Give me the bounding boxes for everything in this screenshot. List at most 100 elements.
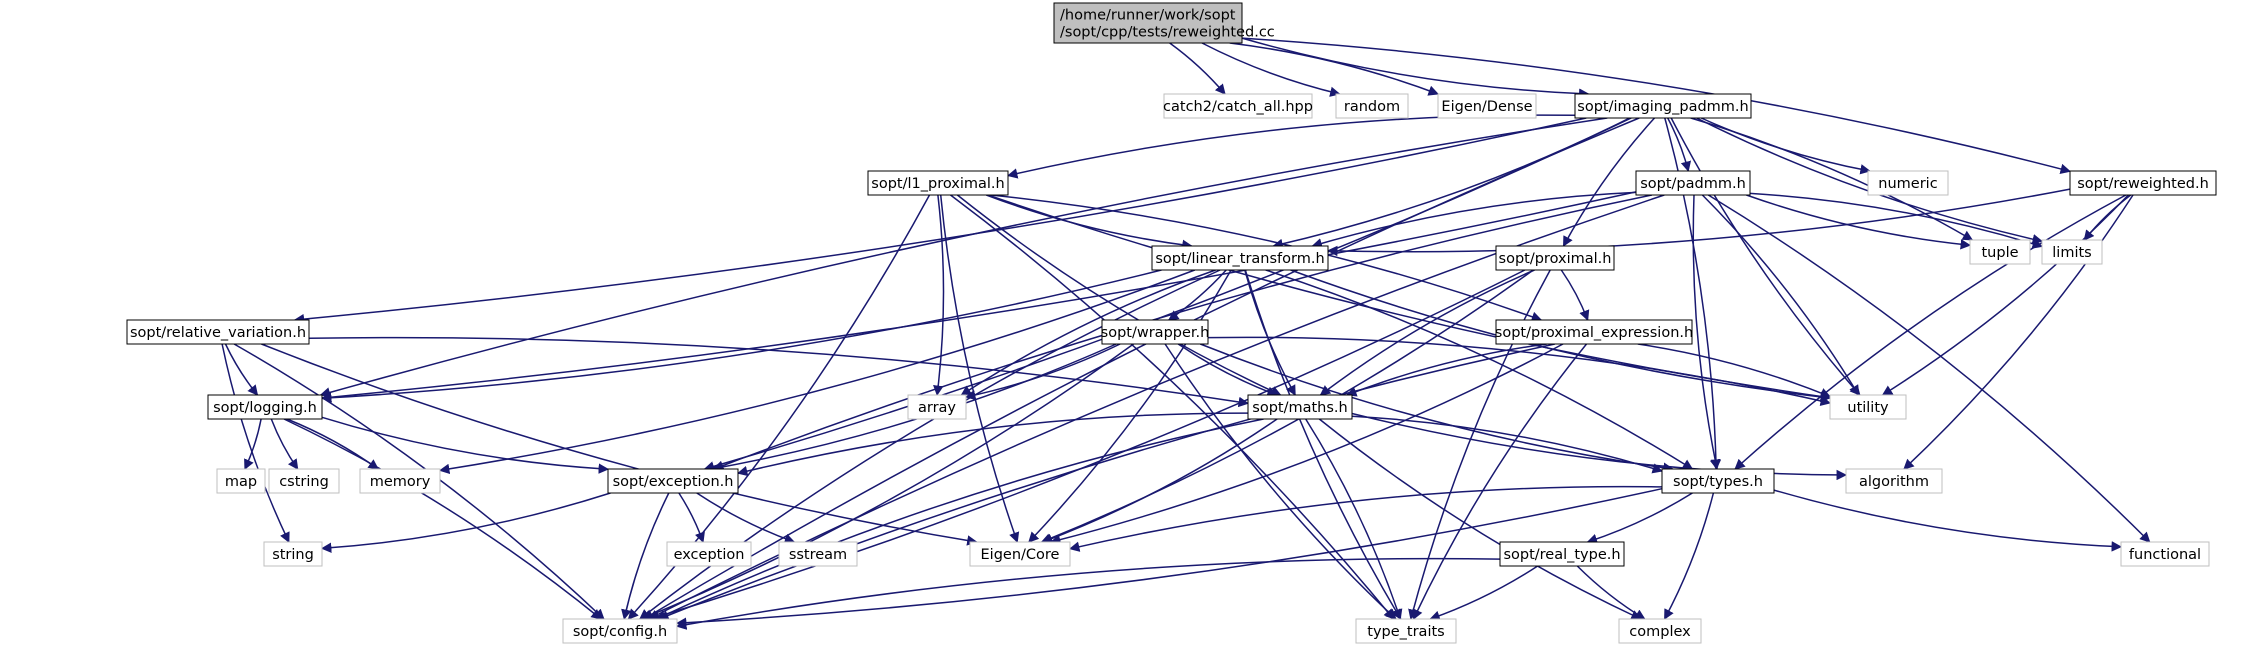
node-label-memory: memory — [370, 474, 431, 490]
edge-imaging_padmm-to-padmm — [1667, 117, 1692, 173]
edge-l1_proximal-to-maths — [956, 194, 1282, 396]
edge-proximal-to-type_traits — [1408, 269, 1551, 621]
node-label-exception: exception — [674, 547, 745, 563]
node-wrapper[interactable]: sopt/wrapper.h — [1101, 319, 1210, 345]
node-eigen_core: Eigen/Core — [969, 541, 1071, 567]
node-l1_proximal[interactable]: sopt/l1_proximal.h — [867, 170, 1009, 196]
node-algorithm: algorithm — [1845, 468, 1943, 494]
node-memory: memory — [359, 468, 441, 494]
node-numeric: numeric — [1867, 170, 1949, 196]
node-label-catch2: catch2/catch_all.hpp — [1163, 99, 1313, 115]
node-box-limits — [2041, 239, 2103, 265]
node-array: array — [907, 394, 967, 420]
node-exception: exception — [666, 541, 752, 567]
edge-types-to-complex — [1663, 492, 1715, 620]
node-label-reweighted: sopt/reweighted.h — [2077, 176, 2209, 192]
edge-linear_transform-to-type_traits — [1244, 269, 1402, 620]
node-box-proximal — [1495, 245, 1615, 271]
edge-l1_proximal-to-linear_transform — [986, 194, 1193, 251]
node-label-logging: sopt/logging.h — [213, 400, 317, 416]
node-box-utility — [1829, 394, 1907, 420]
node-linear_transform[interactable]: sopt/linear_transform.h — [1151, 245, 1329, 271]
node-maths[interactable]: sopt/maths.h — [1247, 394, 1353, 420]
node-random: random — [1335, 93, 1409, 119]
edge-real_type-to-complex — [1576, 565, 1646, 620]
edge-wrapper-to-type_traits — [1164, 343, 1397, 620]
edge-l1_proximal-to-utility — [987, 194, 1832, 402]
node-box-reweighted — [2069, 170, 2217, 196]
node-label-types: sopt/types.h — [1673, 474, 1763, 490]
edge-logging-to-config — [283, 418, 602, 620]
edge-reweighted-to-utility — [1881, 194, 2129, 396]
node-box-string — [263, 541, 323, 567]
edge-padmm-to-linear_transform — [1311, 191, 1637, 249]
node-label-exception_h: sopt/exception.h — [613, 474, 734, 490]
node-exception_h[interactable]: sopt/exception.h — [607, 468, 739, 494]
node-logging[interactable]: sopt/logging.h — [207, 394, 323, 420]
edge-proximal_expression-to-utility — [1637, 343, 1831, 398]
edge-logging-to-cstring — [270, 418, 299, 470]
edge-padmm-to-types — [1692, 194, 1721, 471]
node-limits: limits — [2041, 239, 2103, 265]
edge-proximal_expression-to-config — [658, 343, 1556, 621]
node-label-random: random — [1344, 99, 1400, 115]
edge-logging-to-map — [244, 418, 262, 470]
edge-types-to-functional — [1773, 489, 2123, 552]
node-box-config — [562, 618, 678, 644]
edge-imaging_padmm-to-logging — [319, 117, 1608, 398]
node-label-root: /sopt/cpp/tests/reweighted.cc — [1060, 25, 1275, 41]
node-box-exception — [666, 541, 752, 567]
node-proximal_expression[interactable]: sopt/proximal_expression.h — [1495, 319, 1693, 345]
node-real_type[interactable]: sopt/real_type.h — [1499, 541, 1625, 567]
node-box-logging — [207, 394, 323, 420]
edge-linear_transform-to-array — [960, 269, 1216, 396]
edge-proximal_expression-to-eigen_core — [1049, 343, 1564, 545]
edge-wrapper-to-types — [1200, 343, 1674, 473]
edge-padmm-to-utility — [1701, 194, 1860, 396]
node-label-map: map — [225, 474, 257, 490]
node-imaging_padmm[interactable]: sopt/imaging_padmm.h — [1574, 93, 1752, 119]
edge-types-to-eigen_core — [1068, 485, 1663, 552]
node-box-cstring — [268, 468, 340, 494]
node-label-cstring: cstring — [279, 474, 329, 490]
node-relative_variation[interactable]: sopt/relative_variation.h — [126, 319, 310, 345]
edge-exception_h-to-exception — [678, 492, 705, 543]
node-box-real_type — [1499, 541, 1625, 567]
edge-root-to-catch2 — [1169, 42, 1226, 95]
node-sstream: sstream — [778, 541, 858, 567]
node-label-algorithm: algorithm — [1859, 474, 1929, 490]
edge-proximal_expression-to-type_traits — [1412, 343, 1588, 620]
node-padmm[interactable]: sopt/padmm.h — [1635, 170, 1751, 196]
edge-linear_transform-to-types — [1265, 269, 1694, 470]
node-utility: utility — [1829, 394, 1907, 420]
node-box-algorithm — [1845, 468, 1943, 494]
node-map: map — [216, 468, 266, 494]
node-types[interactable]: sopt/types.h — [1661, 468, 1775, 494]
node-reweighted[interactable]: sopt/reweighted.h — [2069, 170, 2217, 196]
edge-linear_transform-to-eigen_core — [1028, 269, 1232, 543]
node-box-imaging_padmm — [1574, 93, 1752, 119]
edge-exception_h-to-sstream — [696, 492, 796, 544]
node-label-relative_variation: sopt/relative_variation.h — [130, 325, 306, 341]
edge-imaging_padmm-to-utility — [1670, 117, 1861, 396]
node-functional: functional — [2120, 541, 2210, 567]
node-box-wrapper — [1101, 319, 1209, 345]
node-config: sopt/config.h — [562, 618, 678, 644]
node-box-numeric — [1867, 170, 1949, 196]
edge-root-to-reweighted — [1241, 37, 2072, 175]
edge-padmm-to-logging — [320, 191, 1637, 403]
node-label-numeric: numeric — [1878, 176, 1937, 192]
node-box-proximal_expression — [1495, 319, 1693, 345]
edge-imaging_padmm-to-types — [1664, 117, 1722, 471]
edge-imaging_padmm-to-tuple — [1690, 117, 1974, 241]
edge-imaging_padmm-to-relative_variation — [293, 117, 1587, 325]
node-root[interactable]: /home/runner/work/sopt/sopt/cpp/tests/re… — [1053, 2, 1275, 44]
node-label-maths: sopt/maths.h — [1252, 400, 1347, 416]
node-box-tuple — [1969, 239, 2031, 265]
edge-imaging_padmm-to-l1_proximal — [1006, 114, 1576, 179]
node-complex: complex — [1618, 618, 1702, 644]
edge-real_type-to-type_traits — [1429, 565, 1539, 621]
node-label-string: string — [272, 547, 314, 563]
node-proximal[interactable]: sopt/proximal.h — [1495, 245, 1615, 271]
edge-maths-to-config — [655, 418, 1264, 620]
